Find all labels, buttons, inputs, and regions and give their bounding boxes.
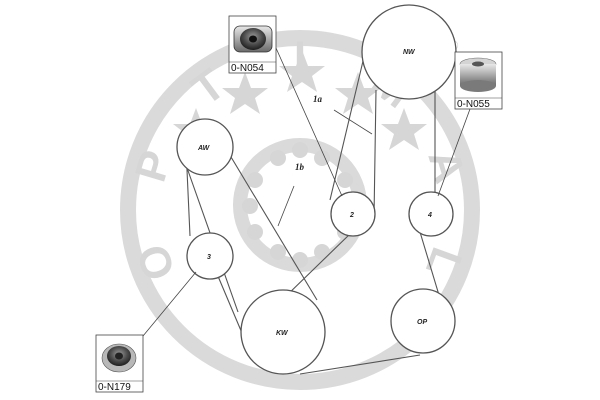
pulley-label-3: 3 bbox=[207, 254, 211, 261]
belt-label-1b: 1b bbox=[295, 162, 305, 172]
watermark-outer-ring bbox=[120, 30, 480, 390]
star-icon bbox=[335, 72, 381, 114]
pulley-group bbox=[176, 4, 457, 375]
part-callout-n054[interactable]: 0-N054 bbox=[228, 15, 277, 74]
leader-line-1b bbox=[277, 185, 295, 227]
star-icon bbox=[381, 108, 427, 150]
tensioner-pulley-icon bbox=[101, 343, 137, 373]
pulley-label-kw: KW bbox=[276, 330, 289, 337]
part-code-label: 0-N179 bbox=[98, 382, 131, 393]
pulley-label-4: 4 bbox=[427, 212, 432, 219]
leader-line-n054 bbox=[275, 47, 343, 197]
watermark-letter: I bbox=[294, 33, 306, 82]
belt-label-1a: 1a bbox=[313, 94, 323, 104]
star-icon bbox=[279, 50, 325, 92]
pulley-label-nw: NW bbox=[403, 49, 416, 56]
pulley-label-aw: AW bbox=[197, 145, 211, 152]
pulley-op bbox=[390, 288, 456, 354]
part-callout-n055[interactable]: 0-N055 bbox=[454, 51, 503, 110]
leader-line-n179 bbox=[142, 271, 197, 337]
leader-line-1a bbox=[333, 109, 373, 135]
tensioner-roller-icon bbox=[233, 25, 273, 53]
leader-line-n055 bbox=[437, 108, 471, 197]
pulley-aw bbox=[176, 118, 234, 176]
part-code-label: 0-N054 bbox=[231, 63, 264, 74]
star-icon bbox=[222, 72, 268, 114]
pulley-3 bbox=[186, 232, 234, 280]
pulley-label-2: 2 bbox=[349, 212, 354, 219]
pulley-2 bbox=[330, 191, 376, 237]
part-callout-n179[interactable]: 0-N179 bbox=[95, 334, 144, 393]
pulley-label-op: OP bbox=[417, 319, 427, 326]
idler-pulley-icon bbox=[459, 57, 497, 92]
pulley-4 bbox=[408, 191, 454, 237]
belt-1a bbox=[281, 39, 449, 375]
pulley-kw bbox=[240, 289, 326, 375]
part-code-label: 0-N055 bbox=[457, 99, 490, 110]
